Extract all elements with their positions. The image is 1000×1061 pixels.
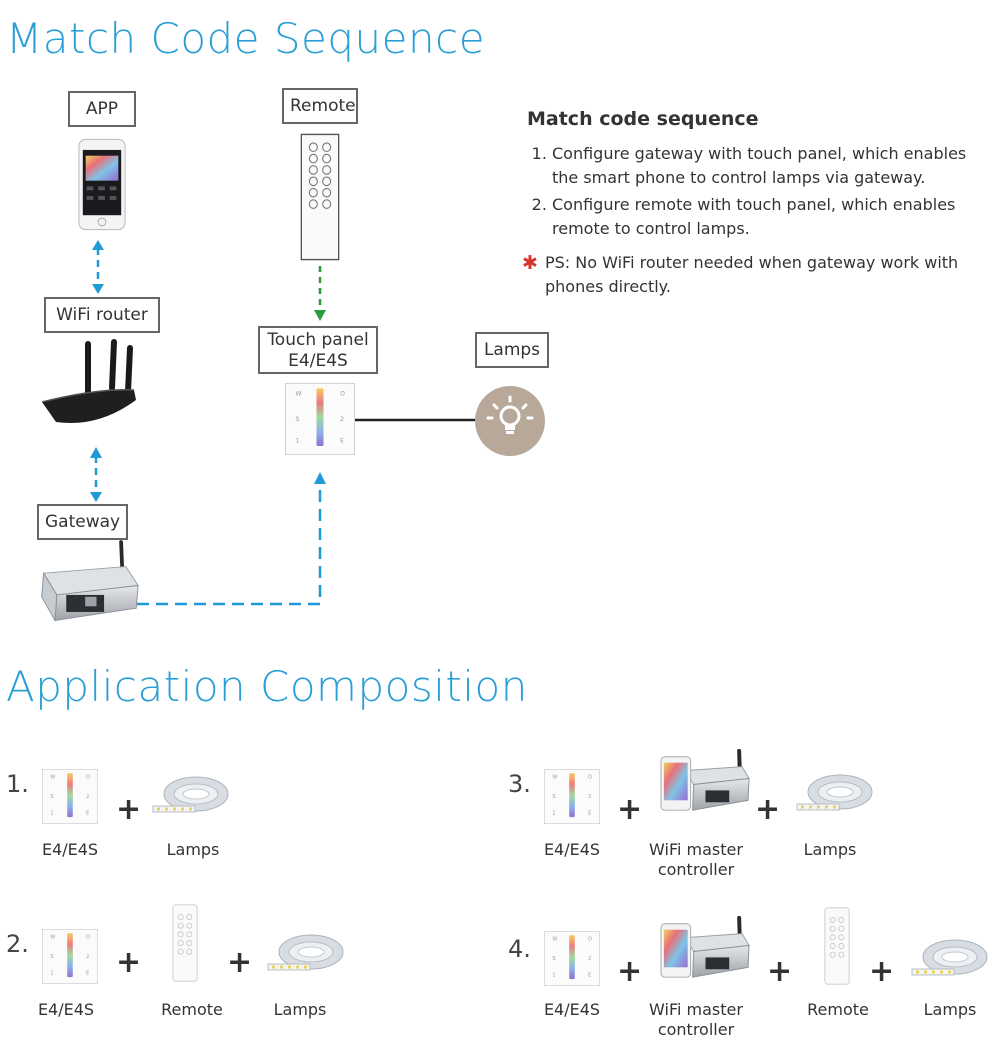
lamps-label: Lamps [475, 332, 549, 368]
item-caption: WiFi master controller [649, 840, 743, 879]
led-strip-icon [151, 772, 231, 822]
wifi-master-controller-icon [658, 914, 752, 982]
gateway-icon [36, 540, 140, 630]
info-step: Configure remote with touch panel, which… [552, 193, 997, 241]
remote-icon [300, 133, 340, 261]
touch-panel-label-line1: Touch panel [267, 330, 369, 350]
led-strip-icon [910, 935, 990, 985]
touch-panel-label-line2: E4/E4S [288, 351, 348, 371]
gateway-label: Gateway [37, 504, 128, 540]
router-gateway-arrow [90, 447, 102, 502]
item-caption: Lamps [166, 840, 220, 859]
info-heading: Match code sequence [527, 108, 759, 130]
item-caption: Remote [807, 1000, 869, 1019]
smartphone-icon [78, 137, 126, 232]
application-number: 4. [508, 935, 531, 963]
gateway-panel-arrow [118, 472, 326, 606]
plus-sign: + [227, 945, 253, 980]
touch-panel-icon [42, 769, 98, 824]
application-number: 2. [6, 930, 29, 958]
wifi-router-label: WiFi router [44, 297, 160, 333]
wifi-master-controller-icon [658, 747, 752, 815]
touch-panel-icon [285, 383, 355, 455]
info-step: Configure gateway with touch panel, whic… [552, 142, 997, 190]
plus-sign: + [755, 792, 781, 827]
plus-sign: + [617, 954, 643, 989]
lightbulb-icon [475, 386, 545, 456]
match-code-sequence-title: Match Code Sequence [6, 14, 486, 63]
touch-panel-icon [42, 929, 98, 984]
app-label: APP [68, 91, 136, 127]
plus-sign: + [767, 954, 793, 989]
asterisk-icon: ✱ [522, 252, 538, 274]
item-caption: Remote [161, 1000, 223, 1019]
plus-sign: + [869, 954, 895, 989]
info-steps-list: Configure gateway with touch panel, whic… [527, 142, 997, 241]
wifi-router-icon [41, 339, 136, 424]
connector-lines [90, 240, 478, 606]
plus-sign: + [116, 945, 142, 980]
item-caption: E4/E4S [543, 840, 601, 859]
item-caption: WiFi master controller [649, 1000, 743, 1039]
touch-panel-label: Touch panel E4/E4S [258, 326, 378, 374]
plus-sign: + [617, 792, 643, 827]
led-strip-icon [266, 930, 346, 980]
plus-sign: + [116, 792, 142, 827]
item-caption: Lamps [803, 840, 857, 859]
ps-note: ✱ PS: No WiFi router needed when gateway… [522, 251, 997, 299]
item-caption: Lamps [923, 1000, 977, 1019]
application-composition-title: Application Composition [6, 662, 528, 711]
info-panel: Match code sequence Configure gateway wi… [522, 108, 997, 299]
application-number: 3. [508, 770, 531, 798]
remote-panel-arrow [314, 266, 326, 321]
touch-panel-icon [544, 769, 600, 824]
item-caption: E4/E4S [37, 1000, 95, 1019]
ps-text: PS: No WiFi router needed when gateway w… [545, 253, 959, 296]
item-caption: E4/E4S [41, 840, 99, 859]
application-number: 1. [6, 770, 29, 798]
item-caption: E4/E4S [543, 1000, 601, 1019]
remote-icon [824, 907, 850, 985]
remote-icon [172, 904, 198, 982]
app-router-arrow [92, 240, 104, 294]
led-strip-icon [795, 770, 875, 820]
remote-label: Remote [282, 88, 358, 124]
touch-panel-icon [544, 931, 600, 986]
item-caption: Lamps [273, 1000, 327, 1019]
